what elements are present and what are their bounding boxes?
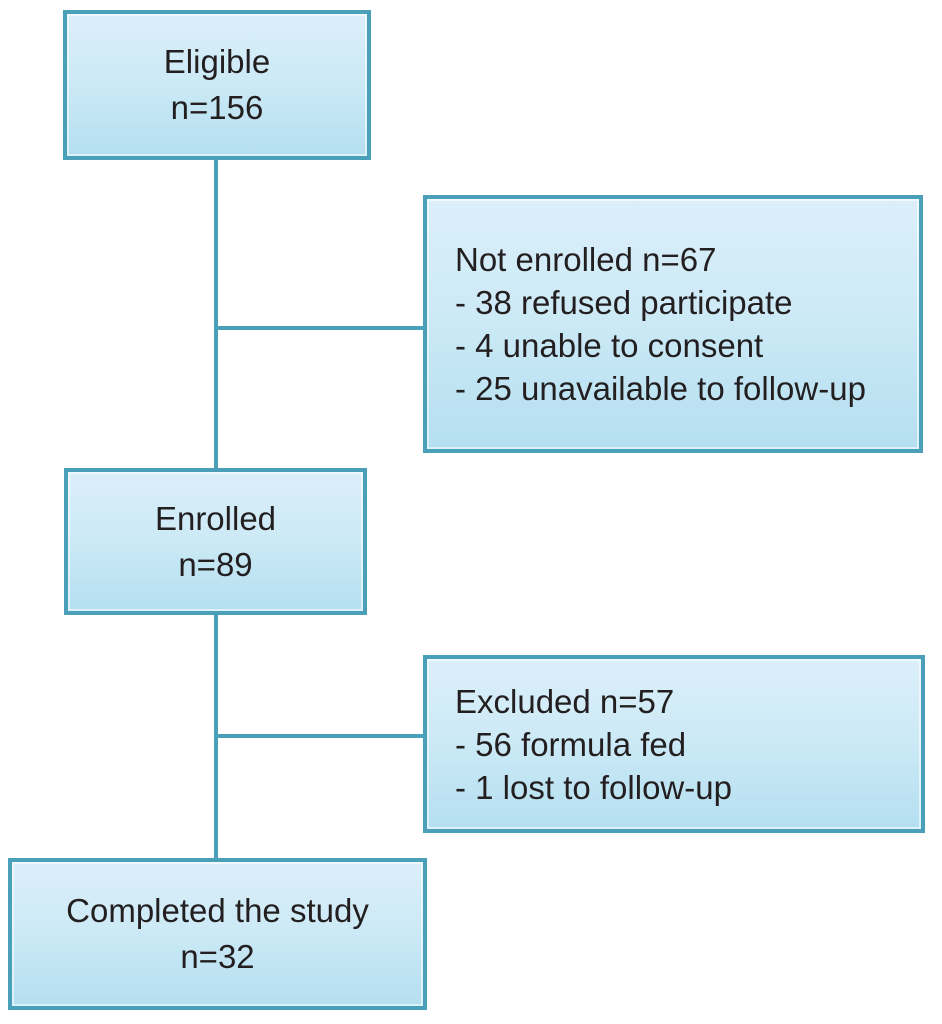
node-not-enrolled-reason-1: - 38 refused participate (455, 284, 793, 321)
node-enrolled: Enrolled n=89 (64, 468, 367, 615)
node-completed-label: Completed the study (66, 892, 369, 929)
node-completed-count: n=32 (180, 938, 255, 975)
node-completed: Completed the study n=32 (8, 858, 427, 1010)
node-excluded-title: Excluded n=57 (455, 682, 675, 720)
node-excluded-reason-2: - 1 lost to follow-up (455, 768, 732, 806)
node-excluded-reason-1: - 56 formula fed (455, 725, 687, 763)
node-eligible-label: Eligible (163, 43, 271, 80)
node-not-enrolled-title: Not enrolled n=67 (455, 241, 717, 278)
node-not-enrolled-reason-2: - 4 unable to consent (455, 327, 764, 364)
node-excluded: Excluded n=57 - 56 formula fed - 1 lost … (423, 655, 925, 833)
node-enrolled-label: Enrolled (154, 499, 277, 537)
connector-branch-to-not-enrolled (215, 326, 425, 330)
node-enrolled-count: n=89 (178, 545, 253, 583)
node-eligible: Eligible n=156 (63, 10, 371, 160)
node-not-enrolled: Not enrolled n=67 - 38 refused participa… (423, 195, 923, 453)
connector-branch-to-excluded (215, 734, 425, 738)
node-not-enrolled-reason-3: - 25 unavailable to follow-up (455, 370, 866, 407)
node-eligible-count: n=156 (170, 89, 264, 126)
connector-eligible-to-enrolled (214, 158, 218, 470)
